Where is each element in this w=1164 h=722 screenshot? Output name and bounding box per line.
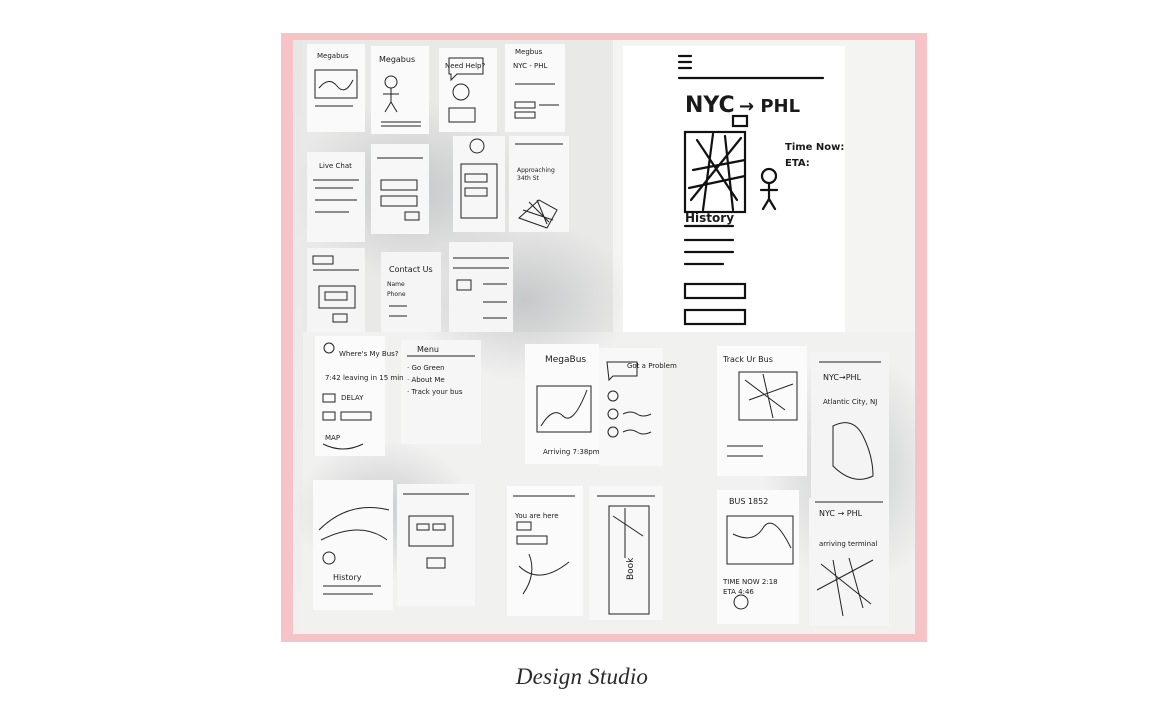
svg-text:Megabus: Megabus — [317, 52, 349, 60]
svg-text:· Track your bus: · Track your bus — [407, 388, 463, 396]
svg-text:Name: Name — [387, 281, 405, 288]
svg-text:Approaching: Approaching — [517, 167, 555, 174]
svg-text:· Go Green: · Go Green — [407, 364, 445, 372]
svg-text:Menu: Menu — [417, 345, 439, 354]
svg-text:NYC → PHL: NYC → PHL — [819, 509, 863, 518]
svg-text:Contact Us: Contact Us — [389, 265, 433, 274]
svg-text:Where's My Bus?: Where's My Bus? — [339, 350, 399, 358]
svg-text:NYC: NYC — [685, 93, 735, 118]
svg-text:NYC - PHL: NYC - PHL — [513, 62, 547, 70]
svg-text:History: History — [685, 211, 734, 225]
svg-text:Got a Problem: Got a Problem — [627, 362, 677, 370]
svg-text:arriving terminal: arriving terminal — [819, 540, 877, 548]
svg-text:· About Me: · About Me — [407, 376, 445, 384]
svg-text:MAP: MAP — [325, 434, 340, 442]
svg-text:Live Chat: Live Chat — [319, 162, 352, 170]
svg-text:Book: Book — [626, 557, 636, 580]
svg-text:Megbus: Megbus — [515, 48, 543, 56]
svg-text:Time Now:: Time Now: — [785, 142, 844, 153]
svg-text:TIME NOW 2:18: TIME NOW 2:18 — [722, 578, 778, 586]
svg-text:ETA:: ETA: — [785, 158, 810, 169]
photo-caption: Design Studio — [515, 664, 649, 689]
svg-text:Track Ur Bus: Track Ur Bus — [722, 355, 773, 364]
svg-text:DELAY: DELAY — [341, 394, 364, 402]
design-studio-photo: Megabus Megabus Need Help? Megbus NYC - … — [293, 40, 915, 634]
svg-text:BUS 1852: BUS 1852 — [729, 497, 768, 506]
svg-text:History: History — [333, 573, 362, 582]
svg-text:7:42 leaving in 15 min: 7:42 leaving in 15 min — [325, 374, 404, 382]
svg-text:→ PHL: → PHL — [739, 96, 800, 117]
svg-text:Phone: Phone — [387, 291, 406, 298]
svg-text:Need Help?: Need Help? — [445, 62, 485, 70]
svg-text:MegaBus: MegaBus — [545, 355, 586, 365]
svg-text:You are here: You are here — [514, 512, 559, 520]
photo-frame: Megabus Megabus Need Help? Megbus NYC - … — [281, 33, 927, 642]
svg-text:34th St: 34th St — [517, 175, 540, 182]
svg-text:NYC→PHL: NYC→PHL — [823, 373, 862, 382]
svg-text:ETA 4:46: ETA 4:46 — [723, 588, 754, 596]
svg-text:Megabus: Megabus — [379, 55, 415, 64]
svg-text:Atlantic City, NJ: Atlantic City, NJ — [823, 398, 877, 406]
sketch-wall-illustration: Megabus Megabus Need Help? Megbus NYC - … — [293, 40, 915, 634]
svg-text:Arriving 7:38pm: Arriving 7:38pm — [543, 448, 600, 456]
